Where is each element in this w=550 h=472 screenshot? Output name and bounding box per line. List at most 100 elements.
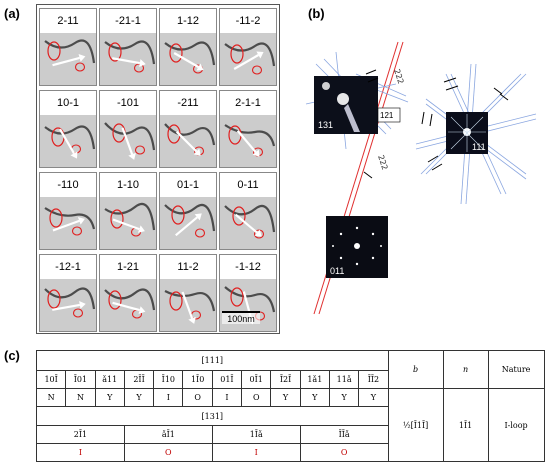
g-vector-label: -101: [100, 91, 156, 115]
label-111: 111: [472, 142, 486, 152]
loop-nature-value: I-loop: [487, 388, 545, 462]
g-vector-label: -12-1: [40, 255, 96, 279]
micrograph-tile: -211: [159, 90, 217, 168]
panel-b-label: (b): [308, 6, 325, 21]
zone-axis-131: [131]: [36, 406, 389, 426]
g-vector-cell: ǎ11: [94, 370, 125, 390]
micrograph-tile: 1-21: [99, 254, 157, 332]
g-vector-label: -11-2: [220, 9, 276, 33]
visibility-cell: Y: [123, 388, 155, 408]
tem-micrograph: [40, 197, 96, 249]
g-vector-cell: 1Ī0: [182, 370, 213, 390]
tem-micrograph: [100, 33, 156, 85]
g-vector-cell: Ī01: [65, 370, 96, 390]
g-vector-label: -21-1: [100, 9, 156, 33]
g-vector-label: 1-12: [160, 9, 216, 33]
tem-micrograph: [100, 197, 156, 249]
micrograph-tile: -110: [39, 172, 97, 250]
micrograph-tile: 2-1-1: [219, 90, 277, 168]
tem-micrograph: [160, 115, 216, 167]
tem-micrograph: [160, 279, 216, 331]
visibility-cell: O: [299, 442, 389, 463]
g-vector-label: 0-11: [220, 173, 276, 197]
g-vector-label: 2-11: [40, 9, 96, 33]
visibility-cell: Y: [358, 388, 389, 408]
visibility-cell: I: [211, 388, 243, 408]
panel-c-label: (c): [4, 348, 20, 363]
zone-axis-111: [111]: [36, 349, 389, 372]
diffraction-map: 131 121 111 011 222 222: [296, 4, 546, 324]
g-vector-cell: 2Ī1: [36, 424, 125, 444]
g-vector-label: 10-1: [40, 91, 96, 115]
g-vector-cell: 1ǎ1: [299, 370, 330, 390]
g-vector-cell: 0Ī1: [241, 370, 272, 390]
g-vector-cell: 11ǎ: [328, 370, 360, 390]
tem-micrograph: [40, 115, 96, 167]
g-vector-label: 11-2: [160, 255, 216, 279]
micrograph-tile: 0-11: [219, 172, 277, 250]
burgers-vector-value: ½[Ī1Ī]: [387, 388, 444, 462]
visibility-cell: O: [241, 388, 272, 408]
visibility-cell: I: [36, 442, 125, 463]
micrograph-tile: 1-12: [159, 8, 217, 86]
tem-micrograph: [220, 197, 276, 249]
visibility-cell: O: [123, 442, 213, 463]
visibility-cell: N: [35, 388, 67, 408]
visibility-cell: N: [65, 388, 96, 408]
tem-micrograph: [160, 197, 216, 249]
micrograph-tile: 1-10: [99, 172, 157, 250]
visibility-cell: Y: [328, 388, 360, 408]
label-011: 011: [330, 266, 344, 276]
label-121: 121: [380, 111, 394, 120]
tem-micrograph: [40, 279, 96, 331]
visibility-cell: O: [182, 388, 213, 408]
tem-micrograph: [160, 33, 216, 85]
g-vector-cell: 2ĪĪ: [123, 370, 155, 390]
trace-label: 222: [376, 154, 389, 171]
g-vector-label: 1-10: [100, 173, 156, 197]
tem-micrograph: [40, 33, 96, 85]
g-vector-label: -1-12: [220, 255, 276, 279]
micrograph-tile: -21-1: [99, 8, 157, 86]
burgers-header: b: [387, 349, 444, 390]
tem-micrograph: [100, 279, 156, 331]
micrograph-tile: -11-2: [219, 8, 277, 86]
micrograph-tile: -101: [99, 90, 157, 168]
visibility-cell: I: [153, 388, 184, 408]
g-vector-label: -211: [160, 91, 216, 115]
g-vector-cell: Ī2Ī: [270, 370, 301, 390]
loop-normal-value: 1Ī1: [442, 388, 489, 462]
label-131: 131: [318, 120, 333, 130]
g-vector-cell: ĪĪǎ: [299, 424, 389, 444]
visibility-cell: Y: [94, 388, 125, 408]
visibility-cell: I: [211, 442, 301, 463]
g-vector-cell: 10Ī: [35, 370, 67, 390]
micrograph-tile: 2-11: [39, 8, 97, 86]
g-vector-label: 2-1-1: [220, 91, 276, 115]
tem-micrograph: [220, 33, 276, 85]
visibility-cell: Y: [270, 388, 301, 408]
g-vector-label: 1-21: [100, 255, 156, 279]
micrograph-tile: 11-2: [159, 254, 217, 332]
panel-a-label: (a): [4, 6, 20, 21]
micrograph-tile: 10-1: [39, 90, 97, 168]
visibility-cell: Y: [299, 388, 330, 408]
g-vector-cell: 1Īǎ: [211, 424, 301, 444]
tilt-arrows: [363, 69, 509, 179]
micrograph-tile: 01-1: [159, 172, 217, 250]
g-vector-label: -110: [40, 173, 96, 197]
g-vector-cell: Ī10: [153, 370, 184, 390]
micrograph-tile: -12-1: [39, 254, 97, 332]
tem-micrograph: [100, 115, 156, 167]
normal-header: n: [442, 349, 489, 390]
diffraction-map-svg: 131 121 111 011 222 222: [305, 41, 537, 315]
scale-bar-label: 100nm: [222, 311, 260, 324]
g-vector-cell: ǎĪ1: [123, 424, 213, 444]
